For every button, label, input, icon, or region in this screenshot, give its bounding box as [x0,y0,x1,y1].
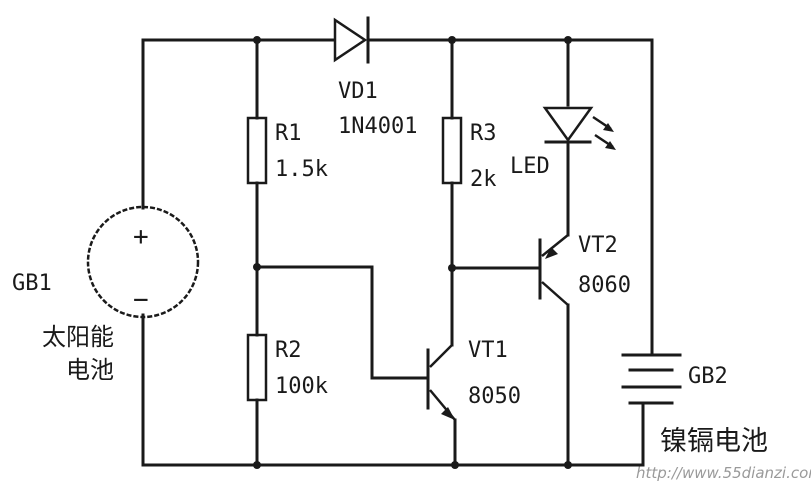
junction-dot [253,36,261,44]
junction-dot [253,263,261,271]
gb1-ref: GB1 [12,271,52,296]
battery-gb2: GB2 镍镉电池 [621,353,768,457]
junction-dot [451,461,459,469]
transistor-vt2: VT2 8060 [538,233,631,306]
junction-dot [448,264,456,272]
vd1-ref: VD1 [338,79,378,104]
resistor-r2: R2 100k [246,333,328,402]
vt1-ref: VT1 [468,338,508,363]
wires [141,38,654,467]
led-ref: LED [510,154,550,179]
resistor-r3: R3 2k [441,116,497,192]
diode-vd1: VD1 1N4001 [333,16,417,139]
gb1-plus-sign: + [133,222,149,252]
solar-cell-gb1: + − GB1 太阳能 电池 [12,205,200,384]
junction-dot [448,36,456,44]
gb2-ref: GB2 [688,364,728,389]
junction-dot [564,461,572,469]
r2-ref: R2 [275,338,302,363]
watermark-url: http://www.55dianzi.com [636,464,811,482]
transistor-vt1: VT1 8050 [426,338,521,421]
light-emission-arrows-icon [592,115,616,150]
r2-value: 100k [275,374,328,399]
junction-dot [253,461,261,469]
vt2-ref: VT2 [578,233,618,258]
resistor-r1: R1 1.5k [246,116,328,185]
r3-value: 2k [470,167,497,192]
vt1-value: 8050 [468,384,521,409]
r1-value: 1.5k [275,157,328,182]
gb1-name-line1: 太阳能 [42,323,114,351]
led: LED [510,106,616,179]
gb2-name: 镍镉电池 [660,426,768,457]
gb1-minus-sign: − [133,285,149,315]
gb1-name-line2: 电池 [66,356,114,384]
vt2-value: 8060 [578,273,631,298]
r1-ref: R1 [275,121,302,146]
r3-ref: R3 [470,121,497,146]
vd1-value: 1N4001 [338,114,417,139]
junction-dots [253,36,572,469]
junction-dot [564,36,572,44]
